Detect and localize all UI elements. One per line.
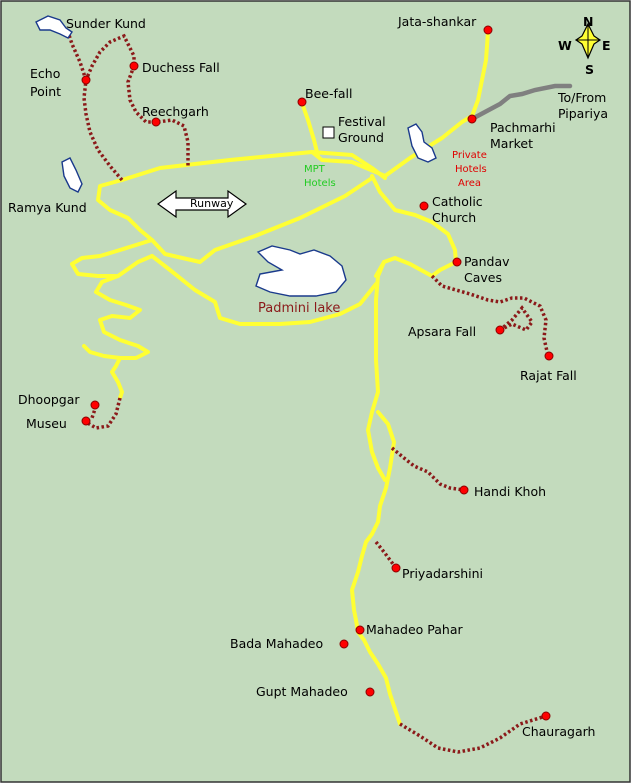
label-to-from-1: To/From [557,90,606,105]
trail [390,446,465,492]
road [300,101,320,158]
sunder-kund-lake [35,15,73,39]
compass-w: W [558,38,572,53]
label-jata-shankar: Jata-shankar [397,14,477,29]
label-gupt-mahadeo: Gupt Mahadeo [256,684,348,699]
trail [498,305,535,333]
label-duchess-fall: Duchess Fall [142,60,220,75]
poi-pachmarhi-market[interactable] [467,114,477,124]
map-labels: Sunder Kund Echo Point Duchess Fall Reec… [8,14,608,739]
label-dhoopgar: Dhoopgar [18,392,80,407]
festival-ground-icon [322,126,335,139]
label-echo-point-2: Point [30,84,61,99]
road [370,174,458,264]
ramya-kund-lake [61,157,83,193]
trail [157,118,190,168]
label-ramya-kund: Ramya Kund [8,200,87,215]
poi-gupt-mahadeo[interactable] [365,687,375,697]
poi-apsara-fall[interactable] [495,325,505,335]
runway-marker: Runway [156,189,248,219]
label-mpt-1: MPT [304,164,326,175]
trail [126,65,158,124]
label-catholic-1: Catholic [432,194,483,209]
road [374,260,386,278]
poi-echo-point[interactable] [81,75,91,85]
poi-mahadeo-pahar[interactable] [355,625,365,635]
label-bee-fall: Bee-fall [305,86,352,101]
label-mahadeo-pahar: Mahadeo Pahar [366,622,463,637]
label-pachmarhi-1: Pachmarhi [490,120,556,135]
label-padmini-lake: Padmini lake [258,301,340,316]
label-priyadarshini: Priyadarshini [402,566,483,581]
poi-museu[interactable] [81,416,91,426]
road [366,274,387,482]
label-sunder-kund: Sunder Kund [66,16,146,31]
trail [374,540,398,570]
label-rajat-fall: Rajat Fall [520,368,577,383]
padmini-lake [255,245,347,297]
label-handi-khoh: Handi Khoh [474,484,546,499]
private-lake [407,123,437,163]
label-to-from-2: Pipariya [558,106,608,121]
poi-markers [81,25,554,721]
label-catholic-2: Church [432,210,476,225]
label-private-2: Hotels [455,164,487,175]
compass-n: N [583,14,593,29]
runway-arrow-icon [156,189,248,219]
label-echo-point-1: Echo [30,66,60,81]
road [96,176,374,264]
road-network [70,30,490,726]
poi-priyadarshini[interactable] [391,563,401,573]
water-bodies [35,15,437,297]
label-reechgarh: Reechgarh [142,104,209,119]
poi-rajat-fall[interactable] [544,351,554,361]
label-festival-2: Ground [338,130,384,145]
compass-s: S [585,62,594,77]
label-apsara-fall: Apsara Fall [408,324,476,339]
poi-handi-khoh[interactable] [459,485,469,495]
label-chauragarh: Chauragarh [522,724,595,739]
poi-bee-fall[interactable] [297,97,307,107]
trail [85,397,122,430]
road [350,532,374,622]
road [370,410,396,536]
label-mpt-2: Hotels [304,178,336,189]
poi-bada-mahadeo[interactable] [339,639,349,649]
label-pachmarhi-2: Market [490,136,533,151]
compass-rose-icon: N S E W [558,14,611,77]
label-pandav-2: Caves [464,270,502,285]
poi-chauragarh[interactable] [541,711,551,721]
poi-pandav-caves[interactable] [452,257,462,267]
road [310,114,474,178]
poi-dhoopgar[interactable] [90,400,100,410]
label-private-3: Area [458,178,481,189]
poi-duchess-fall[interactable] [129,61,139,71]
label-private-1: Private [452,150,487,161]
road [82,274,150,360]
road [354,618,402,726]
poi-catholic-church[interactable] [419,201,429,211]
label-pandav-1: Pandav [464,254,510,269]
compass-e: E [602,38,611,53]
poi-reechgarh[interactable] [151,117,161,127]
trail [399,714,547,754]
highway-to-pipariya [469,83,573,122]
label-festival-1: Festival [338,114,386,129]
road [150,254,378,326]
runway-label: Runway [190,197,234,210]
road [110,356,124,400]
label-museu: Museu [26,416,67,431]
trail [430,274,550,357]
road [70,238,154,278]
poi-jata-shankar[interactable] [483,25,493,35]
road [470,30,490,118]
trail-network [66,31,550,754]
label-bada-mahadeo: Bada Mahadeo [230,636,323,651]
